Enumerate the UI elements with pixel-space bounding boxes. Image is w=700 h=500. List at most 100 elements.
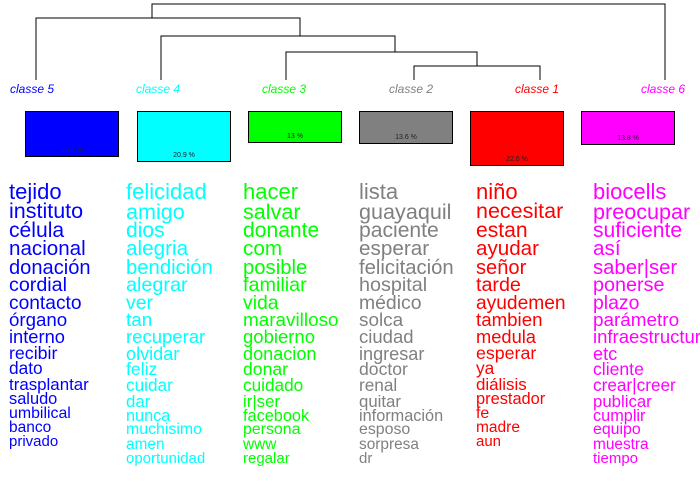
class-word: recuperar xyxy=(126,326,206,348)
class-word: ingresar xyxy=(359,343,425,364)
class-word: médico xyxy=(359,291,422,314)
class-word: trasplantar xyxy=(9,374,89,394)
class-word: dr xyxy=(359,449,373,467)
class-word: ayudar xyxy=(476,237,539,261)
class-share-box: 13.6 % xyxy=(359,111,453,144)
class-word: publicar xyxy=(593,391,652,411)
class-word: amen xyxy=(126,435,165,453)
class-word: muchisimo xyxy=(126,421,202,439)
class-word: amigo xyxy=(126,198,185,224)
class-word: ir|ser xyxy=(243,391,280,411)
class-word: ciudad xyxy=(359,326,414,348)
class-word: necesitar xyxy=(476,198,564,223)
class-word: equipo xyxy=(593,421,641,439)
class-word: donacion xyxy=(243,343,317,364)
class-word: alegrar xyxy=(126,274,188,296)
class-share-box: 18.8 % xyxy=(25,111,119,157)
class-word: regalar xyxy=(243,449,290,467)
class-word: facebook xyxy=(243,406,310,425)
class-word: ayudemen xyxy=(476,292,566,314)
class-percentage: 22.6 % xyxy=(506,156,528,163)
class-word: tambien xyxy=(476,308,543,330)
class-word: cumplir xyxy=(593,406,646,425)
dendrogram-branch-c xyxy=(285,51,478,80)
class-word: olvidar xyxy=(126,343,180,364)
class-word: umbilical xyxy=(9,404,71,422)
class-word: familiar xyxy=(243,274,307,296)
class-word: vida xyxy=(243,291,279,314)
class-word: hacer xyxy=(243,182,299,204)
class-word: medula xyxy=(476,325,536,347)
class-word: célula xyxy=(9,219,65,243)
class-word: lista xyxy=(359,182,399,204)
class-word: oportunidad xyxy=(126,449,206,467)
class-word: diálisis xyxy=(476,374,527,394)
class-word: com xyxy=(243,237,283,261)
class-word: ya xyxy=(476,358,495,379)
class-word: instituto xyxy=(9,198,84,223)
class-word: etc xyxy=(593,343,618,364)
class-word: tiempo xyxy=(593,449,639,467)
class-word: infraestructura xyxy=(593,326,700,348)
class-percentage: 20.9 % xyxy=(173,152,195,159)
class-word: quitar xyxy=(359,391,401,411)
class-word: guayaquil xyxy=(359,198,452,224)
class-word: saludo xyxy=(9,389,58,408)
class-word: ponerse xyxy=(593,274,665,296)
class-share-box: 13 % xyxy=(248,111,342,143)
class-word: contacto xyxy=(9,292,82,314)
class-percentage: 18.8 % xyxy=(61,147,83,154)
class-word: solca xyxy=(359,310,404,332)
class-word: paciente xyxy=(359,219,439,243)
class-word: estan xyxy=(476,219,528,243)
class-word: órgano xyxy=(9,308,68,330)
dendrogram xyxy=(35,3,666,80)
class-word: maravilloso xyxy=(243,310,339,332)
class-word: esperar xyxy=(476,343,537,364)
class-label: classe 6 xyxy=(641,82,686,96)
class-word: suficiente xyxy=(593,219,683,243)
class-word: cordial xyxy=(9,273,67,296)
class-word: www xyxy=(243,435,277,453)
class-word: crear|creer xyxy=(593,375,676,396)
class-word: hospital xyxy=(359,274,428,296)
class-word: cliente xyxy=(593,359,644,380)
class-word: gobierno xyxy=(243,326,316,348)
class-word: recibir xyxy=(9,343,58,364)
class-word: salvar xyxy=(243,198,301,224)
class-label: classe 4 xyxy=(136,82,181,96)
dendrogram-branch-d xyxy=(413,65,541,80)
class-word: posible xyxy=(243,256,308,279)
class-word: cuidar xyxy=(126,375,173,396)
class-word: donante xyxy=(243,219,320,243)
class-word: biocells xyxy=(593,182,667,204)
class-word: renal xyxy=(359,375,398,396)
class-word: dios xyxy=(126,219,165,243)
class-percentage: 13.6 % xyxy=(395,134,417,141)
class-word: señor xyxy=(476,256,527,279)
class-word: felicitación xyxy=(359,256,454,279)
class-word: dato xyxy=(9,358,43,379)
class-word: cuidado xyxy=(243,375,304,396)
class-word: parámetro xyxy=(593,310,680,332)
class-word: esposo xyxy=(359,421,411,439)
dendrogram-branch-root xyxy=(151,3,666,80)
class-word: fe xyxy=(476,404,490,422)
class-word: feliz xyxy=(126,359,158,380)
class-share-box: 13.8 % xyxy=(581,111,675,145)
class-word: madre xyxy=(476,419,520,436)
class-percentage: 13 % xyxy=(287,133,303,140)
class-word: muestra xyxy=(593,435,649,453)
class-word: saber|ser xyxy=(593,256,678,279)
class-word: doctor xyxy=(359,359,408,380)
class-word: información xyxy=(359,406,444,425)
class-word: donar xyxy=(243,359,288,380)
class-word: felicidad xyxy=(126,182,207,204)
class-word: donación xyxy=(9,256,91,279)
class-word: tarde xyxy=(476,273,521,296)
